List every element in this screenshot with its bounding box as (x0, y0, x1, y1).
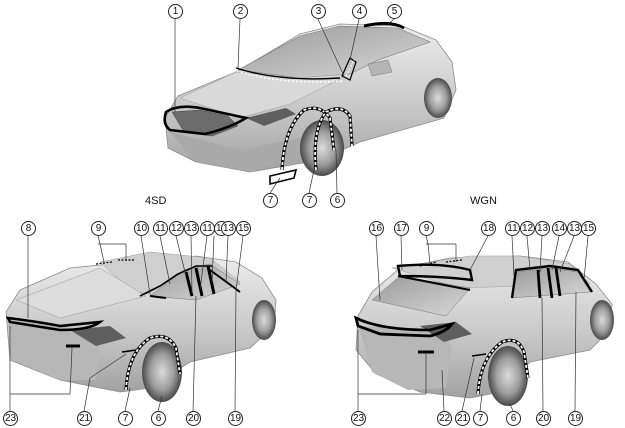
callout-2: 2 (233, 4, 248, 19)
callout-1: 1 (168, 4, 183, 19)
callout-11: 11 (153, 221, 168, 236)
callout-13: 13 (567, 221, 582, 236)
callout-15: 15 (581, 221, 596, 236)
callout-15: 15 (236, 221, 251, 236)
callout-7: 7 (118, 411, 133, 426)
callout-6: 6 (506, 411, 521, 426)
callout-21: 21 (455, 411, 470, 426)
callout-7: 7 (263, 193, 278, 208)
callout-19: 19 (228, 411, 243, 426)
callout-11: 11 (200, 221, 215, 236)
callout-10: 10 (134, 221, 149, 236)
callout-19: 19 (568, 411, 583, 426)
callout-9: 9 (91, 221, 106, 236)
callout-12: 12 (169, 221, 184, 236)
callout-23: 23 (3, 411, 18, 426)
callout-21: 21 (77, 411, 92, 426)
variant-label-sedan: 4SD (145, 195, 167, 207)
callout-6: 6 (330, 193, 345, 208)
callout-14: 14 (552, 221, 567, 236)
rear-wagon-illustration (353, 235, 614, 412)
callout-12: 12 (520, 221, 535, 236)
callout-8: 8 (21, 221, 36, 236)
callout-5: 5 (387, 4, 402, 19)
callout-20: 20 (186, 411, 201, 426)
callout-22: 22 (437, 411, 452, 426)
callout-4: 4 (352, 4, 367, 19)
callout-20: 20 (536, 411, 551, 426)
callout-13: 13 (535, 221, 550, 236)
callout-13: 13 (221, 221, 236, 236)
callout-18: 18 (481, 221, 496, 236)
callout-17: 17 (394, 221, 409, 236)
rear-sedan-illustration (5, 235, 277, 412)
callout-9: 9 (419, 221, 434, 236)
front-sedan-illustration (163, 18, 457, 194)
callout-11: 11 (505, 221, 520, 236)
callout-7: 7 (473, 411, 488, 426)
callout-16: 16 (369, 221, 384, 236)
callout-23: 23 (351, 411, 366, 426)
callout-7: 7 (302, 193, 317, 208)
variant-label-wagon: WGN (470, 195, 497, 207)
callout-13: 13 (184, 221, 199, 236)
callout-3: 3 (311, 4, 326, 19)
callout-6: 6 (151, 411, 166, 426)
